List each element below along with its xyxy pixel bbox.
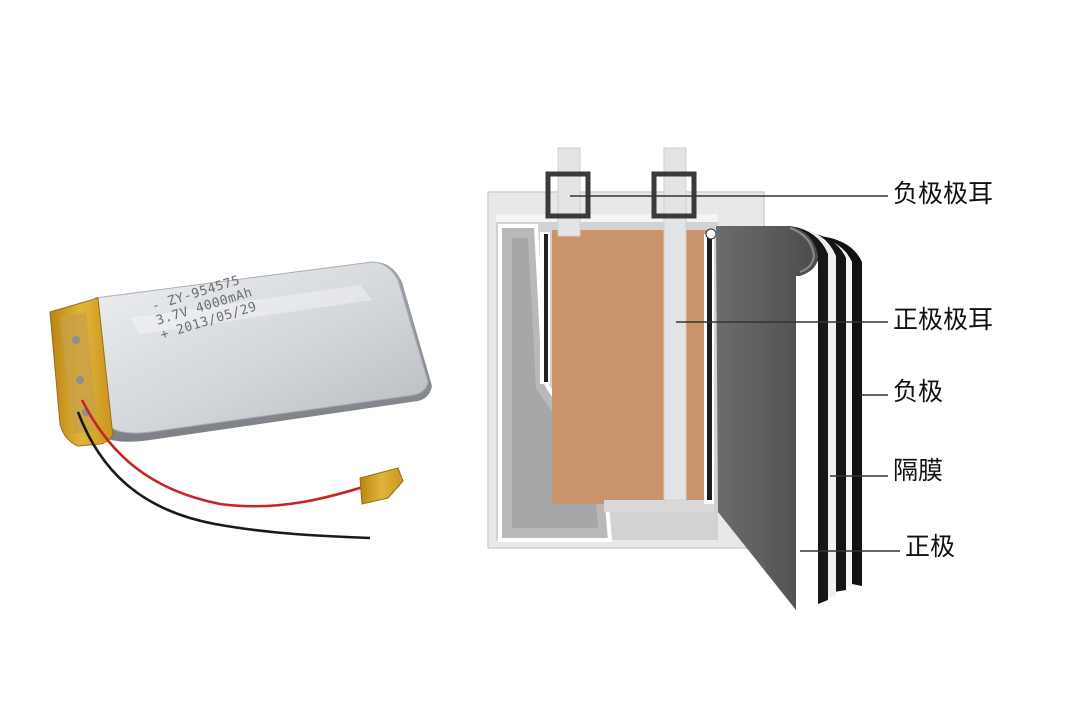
- label-positive: 正极: [905, 532, 956, 561]
- positive-tab-upper: [663, 147, 687, 501]
- pcb-solder: [72, 336, 80, 344]
- roll-layer-black-inner: [790, 226, 828, 604]
- pouch-battery: [49, 261, 432, 540]
- label-positive-tab: 正极极耳: [893, 305, 994, 334]
- cathode-bottom-edge: [604, 500, 714, 512]
- black-wire: [76, 411, 371, 540]
- pouch-sheen: [130, 285, 372, 334]
- roll-layer-grey: [716, 226, 818, 610]
- casing-top-strip: [496, 214, 718, 222]
- roll-layer-white-2: [798, 228, 836, 598]
- negative-tab-seal: [545, 171, 591, 219]
- label-negative-tab: 负极极耳: [893, 179, 994, 208]
- label-negative: 负极: [893, 377, 944, 406]
- label-separator: 隔膜: [893, 456, 944, 485]
- wire-end-tape: [359, 467, 404, 505]
- pcb-board: [60, 312, 98, 434]
- roll-curl-highlight: [789, 227, 816, 273]
- pouch-top-face: [94, 261, 429, 434]
- red-wire: [80, 399, 386, 508]
- separator-top-dot: [705, 228, 717, 240]
- neg-electrode-strip-dark: [544, 234, 548, 382]
- positive-tab-seal: [651, 171, 697, 219]
- cell-cutaway-diagram: [487, 147, 900, 610]
- pcb-solder: [76, 376, 84, 384]
- inner-separator-dark: [707, 238, 712, 500]
- negative-tab-upper: [557, 147, 581, 237]
